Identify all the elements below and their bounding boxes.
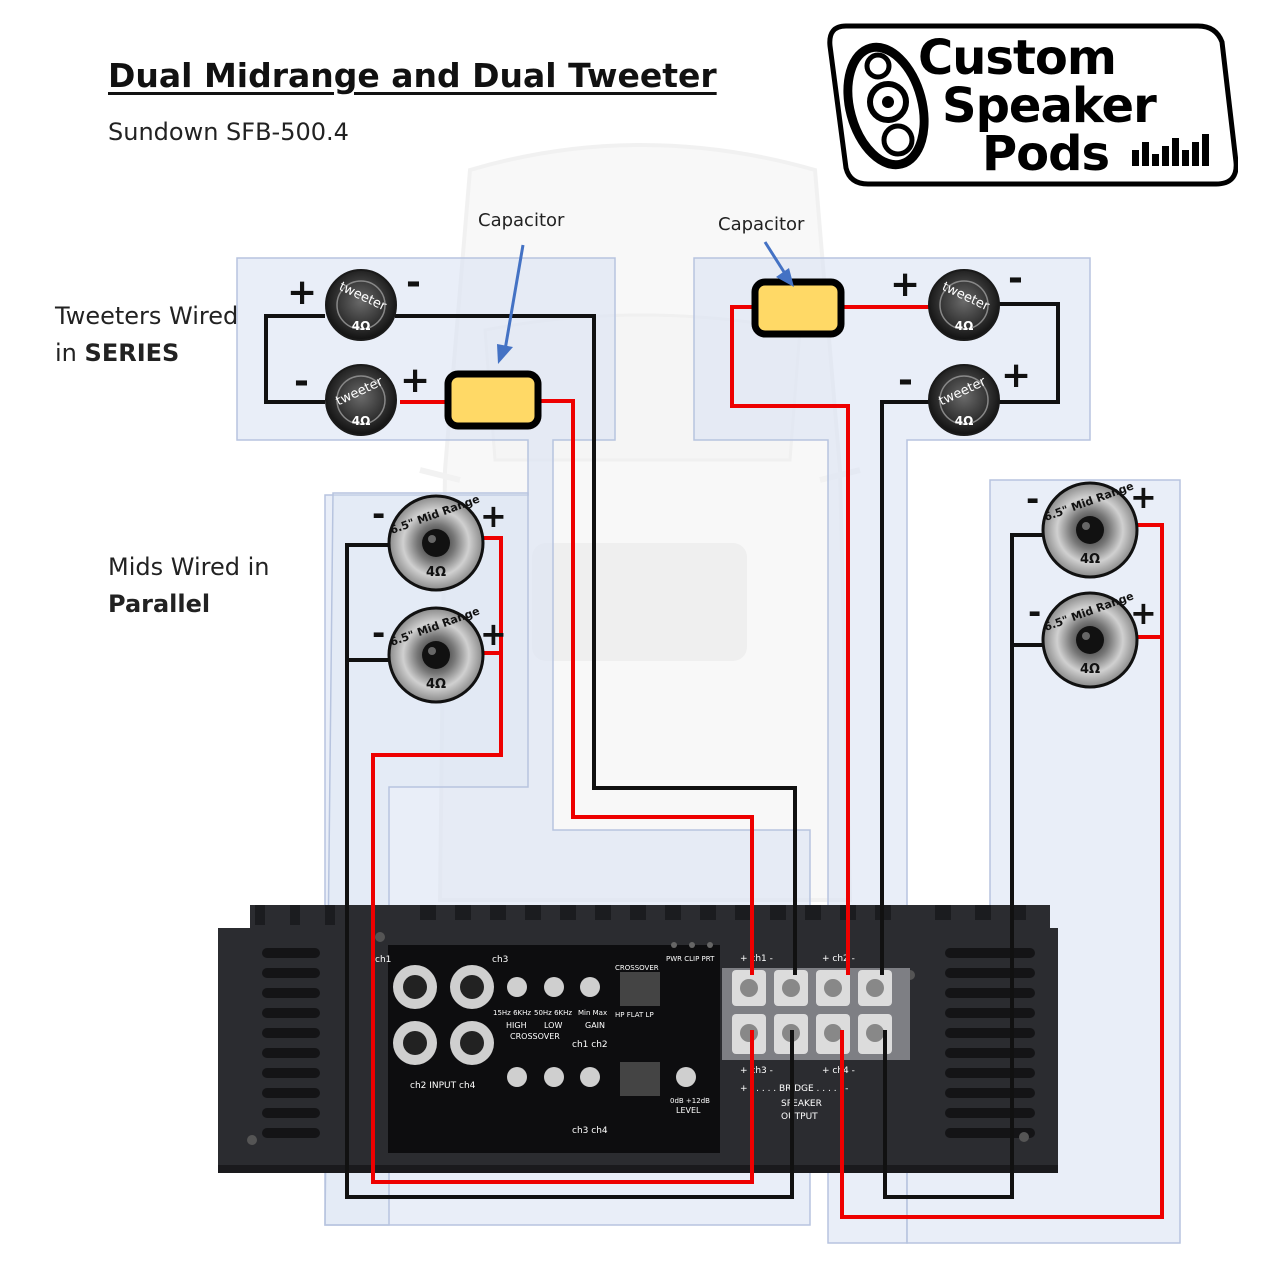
amp-crossover-label: CROSSOVER	[510, 1032, 560, 1041]
tweeters-label-line1: Tweeters Wired	[55, 302, 239, 330]
amp-level-label: LEVEL	[676, 1106, 701, 1115]
polarity-plus: +	[400, 360, 430, 401]
midrange-impedance-label: 4Ω	[426, 677, 446, 692]
polarity-minus: -	[372, 495, 385, 533]
logo-frame	[827, 23, 1238, 187]
amp-ch3-label: ch3	[492, 955, 508, 965]
capacitor-left	[444, 370, 542, 430]
tweeter-impedance-label: 4Ω	[955, 414, 974, 428]
tweeter-impedance-label: 4Ω	[955, 319, 974, 333]
wire-left-tweeter-negative	[395, 314, 797, 975]
polarity-plus: +	[287, 272, 317, 313]
amp-output-label: OUTPUT	[781, 1112, 818, 1122]
amp-freq-3: Min Max	[578, 1009, 607, 1017]
mids-parallel-label: Mids Wired in Parallel	[108, 549, 269, 623]
tweeter-impedance-label: 4Ω	[352, 319, 371, 333]
equalizer-icon	[1132, 134, 1209, 166]
midrange-impedance-label: 4Ω	[426, 565, 446, 580]
polarity-minus: -	[1028, 593, 1041, 631]
amp-speaker-label: SPEAKER	[781, 1099, 822, 1109]
amp-control-panel	[388, 945, 720, 1153]
capacitor-right	[751, 278, 845, 338]
tweeters-series-label: Tweeters Wired in SERIES	[55, 298, 238, 372]
wire-right-tweeter-series	[995, 302, 1060, 404]
polarity-plus: +	[480, 615, 507, 653]
midrange-right-top: 6.5" Mid Range 4Ω	[1041, 479, 1139, 579]
tweeter-right-bottom: tweeter 4Ω	[928, 364, 1000, 436]
polarity-plus: +	[1130, 594, 1157, 632]
logo-line1: Custom	[918, 30, 1117, 86]
amp-gain-label: GAIN	[585, 1021, 605, 1030]
rca-inputs	[393, 965, 494, 1065]
amp-terminals	[732, 970, 892, 1054]
amp-term-ch1: + ch1 -	[740, 954, 773, 964]
amp-term-ch3: + ch3 -	[740, 1066, 773, 1076]
wire-right-mids-positive	[1135, 523, 1164, 639]
amp-ch3-ch4: ch3 ch4	[572, 1126, 608, 1136]
polarity-minus: -	[406, 262, 421, 303]
amp-level-range: 0dB +12dB	[670, 1097, 710, 1105]
crossover-switches	[620, 972, 660, 1096]
tweeter-right-top: tweeter 4Ω	[928, 269, 1000, 341]
capacitor-arrows	[497, 241, 794, 364]
polarity-minus: -	[1026, 480, 1039, 518]
brand-logo: Custom Speaker Pods	[826, 22, 1238, 188]
amp-freq-2: 50Hz 6KHz	[534, 1009, 572, 1017]
amp-crossover-title: CROSSOVER	[615, 964, 659, 972]
amp-bridge-label: + . . . . . BRIDGE . . . . . -	[740, 1084, 848, 1094]
logo-line3: Pods	[982, 126, 1110, 182]
tweeter-left-top: tweeter 4Ω	[325, 269, 397, 341]
polarity-minus: -	[372, 614, 385, 652]
wire-left-mids-negative	[345, 543, 794, 1199]
wire-right-mids-positive-feed	[840, 637, 1164, 1219]
polarity-plus: +	[1001, 355, 1031, 396]
tweeters-label-mode: SERIES	[84, 339, 180, 367]
amplifier: ch1 ch3 ch2 INPUT ch4 15Hz 6KHz 50Hz 6KH…	[218, 905, 1058, 1173]
capacitor-left-label: Capacitor	[478, 210, 565, 231]
wire-right-cap-to-ch2-positive	[730, 305, 850, 975]
diagram-title: Dual Midrange and Dual Tweeter	[108, 56, 717, 95]
wire-left-mids-positive-feed	[371, 653, 754, 1184]
logo-line2: Speaker	[942, 78, 1157, 134]
speaker-pod-icon	[843, 42, 929, 170]
mids-label-mode: Parallel	[108, 590, 211, 618]
tweeters-label-in: in	[55, 339, 77, 367]
amp-indicators: PWR CLIP PRT	[666, 955, 715, 963]
capacitor-right-label: Capacitor	[718, 214, 805, 235]
diagram-subtitle: Sundown SFB-500.4	[108, 118, 349, 146]
mids-label-line1: Mids Wired in	[108, 553, 270, 581]
amp-ch1-label: ch1	[375, 955, 391, 965]
polarity-plus: +	[890, 264, 920, 305]
polarity-plus: +	[480, 497, 507, 535]
tweeter-impedance-label: 4Ω	[352, 414, 371, 428]
amp-low-label: LOW	[544, 1021, 562, 1030]
polarity-minus: -	[294, 361, 309, 402]
amp-input-label: ch2 INPUT ch4	[410, 1081, 476, 1091]
polarity-minus: -	[1008, 258, 1023, 299]
midrange-impedance-label: 4Ω	[1080, 662, 1100, 677]
midrange-impedance-label: 4Ω	[1080, 552, 1100, 567]
wire-right-mids-negative	[883, 533, 1045, 1199]
wire-left-cap-to-ch1-positive	[540, 399, 754, 975]
amp-freq-1: 15Hz 6KHz	[493, 1009, 531, 1017]
amp-high-label: HIGH	[506, 1021, 527, 1030]
polarity-plus: +	[1130, 478, 1157, 516]
wire-left-tweeter-series	[264, 314, 325, 404]
car-roof-window	[532, 543, 747, 661]
amp-knobs	[507, 977, 696, 1087]
midrange-right-bottom: 6.5" Mid Range 4Ω	[1041, 589, 1139, 689]
amp-term-ch2: + ch2 -	[822, 954, 855, 964]
amp-hp-flat-lp: HP FLAT LP	[615, 1011, 654, 1019]
tweeter-left-bottom: tweeter 4Ω	[325, 364, 397, 436]
amp-term-ch4: + ch4 -	[822, 1066, 855, 1076]
polarity-minus: -	[898, 360, 913, 401]
amp-ch1-ch2: ch1 ch2	[572, 1040, 608, 1050]
wire-left-mids-positive	[480, 536, 503, 655]
wire-right-tweeter-negative	[880, 400, 932, 975]
midrange-left-bottom: 6.5" Mid Range 4Ω	[387, 604, 485, 704]
